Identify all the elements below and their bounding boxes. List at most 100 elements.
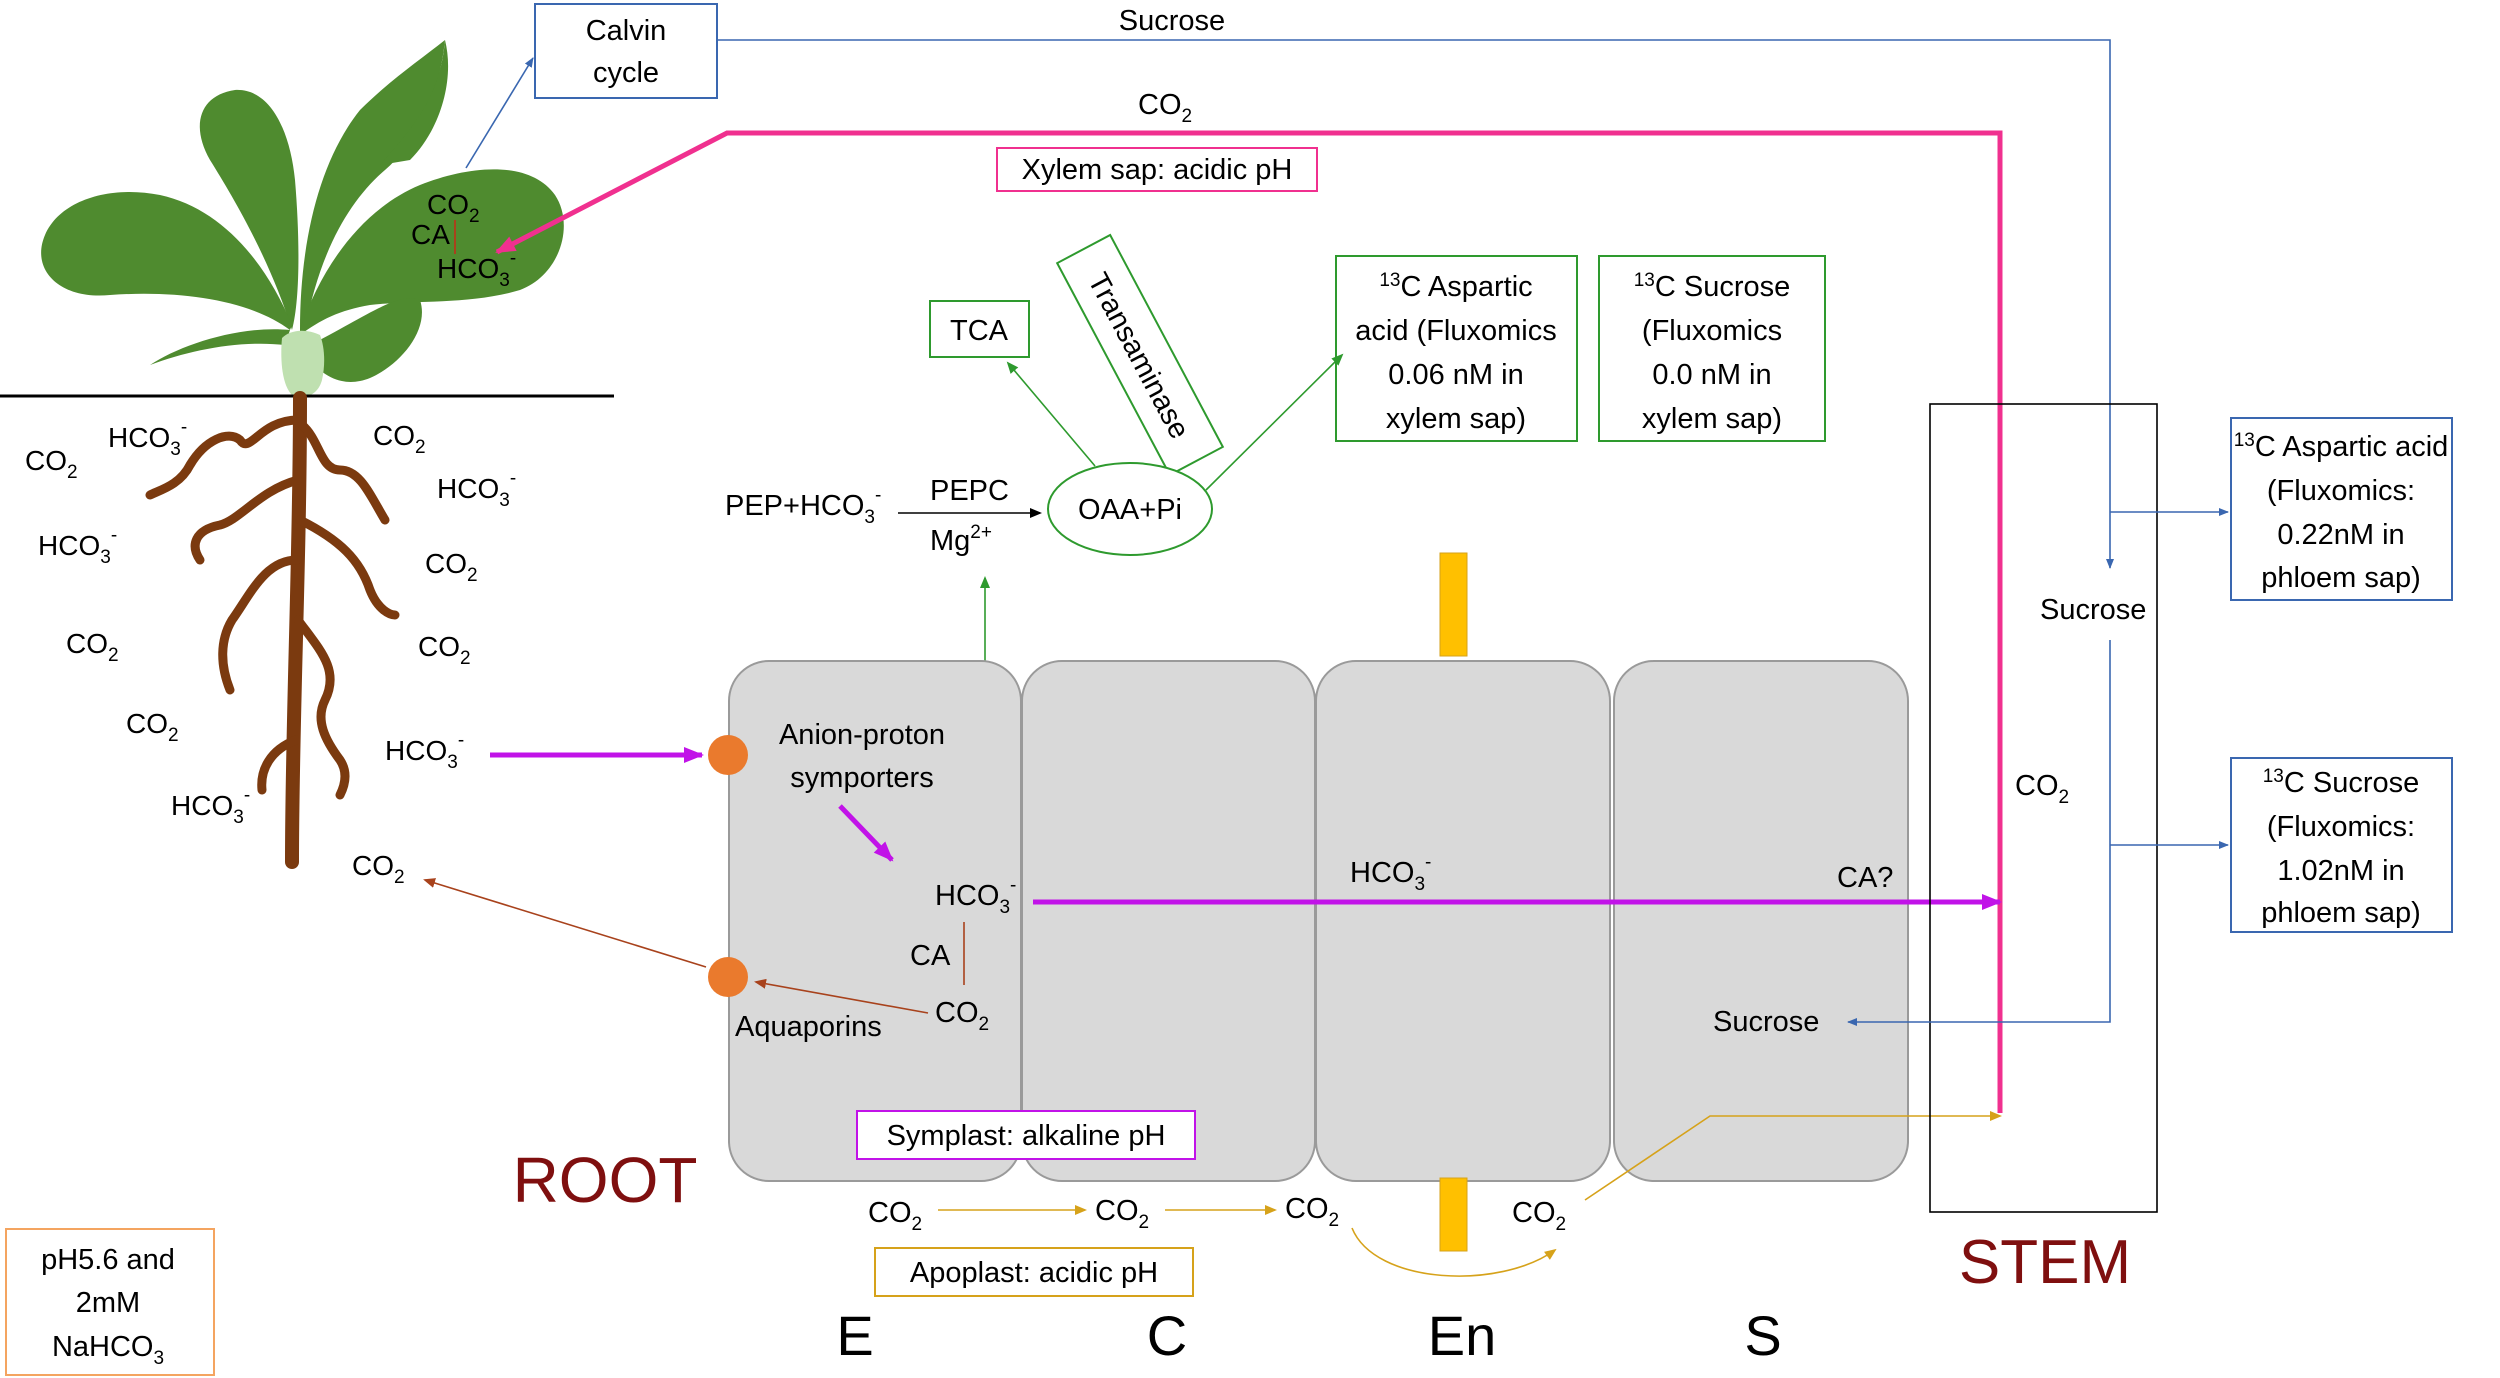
calvin-cycle-label-2: cycle bbox=[593, 57, 659, 89]
apoplast-to-xylem-arrow bbox=[1584, 1111, 2002, 1201]
root-branch-6 bbox=[293, 615, 350, 800]
calvin-cycle-label-1: Calvin bbox=[586, 15, 667, 47]
soil-label-hco3: HCO3- bbox=[437, 468, 516, 511]
ph-condition-line-3: NaHCO3 bbox=[52, 1331, 164, 1369]
stem-sucrose-label: Sucrose bbox=[2040, 594, 2146, 626]
soil-label-co2: CO2 bbox=[373, 420, 426, 458]
leaf-ca-label: CA bbox=[411, 219, 450, 250]
root-system bbox=[145, 391, 400, 869]
sucrose-xylem-box bbox=[1598, 255, 1826, 442]
leaf-ca-reaction: CO2 CA HCO3- bbox=[411, 189, 516, 291]
sucrose-phloem-line-3: 1.02nM in bbox=[2277, 855, 2404, 887]
apoplast-co2-3: CO2 bbox=[1285, 1193, 1339, 1231]
root-title: ROOT bbox=[513, 1144, 698, 1216]
xylem-sap-label: Xylem sap: acidic pH bbox=[1022, 154, 1293, 186]
sucrose-phloem-line-1: 13C Sucrose bbox=[2263, 766, 2420, 799]
soil-label-hco3-transport: HCO3- bbox=[385, 730, 464, 773]
stem-sucrose-to-root-arrow bbox=[1847, 1018, 2111, 1026]
aspartic-phloem-line-4: phloem sap) bbox=[2261, 562, 2421, 594]
top-sucrose-label: Sucrose bbox=[1119, 5, 1225, 37]
apoplast-arrow-around-casparian bbox=[1351, 1227, 1557, 1277]
radial-hco3-label: HCO3- bbox=[1350, 852, 1431, 895]
leaf-hco3-label: HCO3- bbox=[437, 248, 516, 291]
root-branch-5 bbox=[218, 555, 302, 695]
root-branch-4 bbox=[295, 515, 400, 620]
ph-condition-box bbox=[5, 1228, 215, 1376]
apoplast-co2-2: CO2 bbox=[1095, 1195, 1149, 1233]
cell-ca-label: CA bbox=[910, 940, 951, 972]
anion-symporter-label-1: Anion-proton bbox=[779, 719, 945, 751]
leaf-big-left bbox=[41, 191, 292, 330]
layer-letter-cortex: C bbox=[1147, 1304, 1187, 1367]
leaf-co2-label: CO2 bbox=[427, 189, 480, 227]
main-root bbox=[285, 391, 307, 869]
soil-label-hco3: HCO3- bbox=[38, 525, 117, 568]
pep-hco3-label: PEP+HCO3- bbox=[725, 485, 881, 528]
leaf-big-right bbox=[300, 169, 564, 335]
soil-label-co2: CO2 bbox=[66, 628, 119, 666]
soil-label-co2-efflux: CO2 bbox=[352, 850, 405, 888]
aspartic-phloem-line-2: (Fluxomics: bbox=[2267, 475, 2415, 507]
tca-label: TCA bbox=[950, 315, 1009, 347]
root-cell-layers bbox=[728, 660, 1909, 1182]
oaa-ellipse bbox=[1047, 462, 1213, 556]
leaf-upper-right-tip bbox=[380, 40, 449, 165]
soil-label-co2: CO2 bbox=[425, 548, 478, 586]
casparian-strip-bottom bbox=[1439, 1177, 1468, 1252]
sucrose-xylem-line-1: 13C Sucrose bbox=[1634, 270, 1791, 303]
sucrose-phloem-line-2: (Fluxomics: bbox=[2267, 811, 2415, 843]
root-branch-2 bbox=[297, 420, 390, 525]
cell-co2-label: CO2 bbox=[935, 997, 989, 1035]
aspartic-xylem-box bbox=[1335, 255, 1578, 442]
cell-stele bbox=[1613, 660, 1909, 1182]
sucrose-phloem-box bbox=[2230, 757, 2453, 933]
mg-label: Mg2+ bbox=[930, 522, 992, 557]
stele-ca-question-label: CA? bbox=[1837, 862, 1893, 894]
aspartic-xylem-line-1: 13C Aspartic bbox=[1379, 270, 1532, 303]
aspartic-xylem-line-3: 0.06 nM in bbox=[1388, 359, 1523, 391]
apoplast-co2-4: CO2 bbox=[1512, 1197, 1566, 1235]
soil-label-co2: CO2 bbox=[418, 631, 471, 669]
layer-letter-endodermis: En bbox=[1428, 1304, 1497, 1367]
aspartic-phloem-box bbox=[2230, 417, 2453, 601]
casparian-strip-top bbox=[1439, 552, 1468, 657]
ph-condition-line-1: pH5.6 and bbox=[41, 1244, 175, 1276]
aquaporin-dot bbox=[708, 957, 748, 997]
layer-letter-stele: S bbox=[1744, 1304, 1781, 1367]
calvin-cycle-box bbox=[534, 3, 718, 99]
apoplast-box bbox=[874, 1247, 1194, 1297]
symplast-label: Symplast: alkaline pH bbox=[887, 1120, 1166, 1152]
oaa-to-aspartic-arrow bbox=[1205, 353, 1344, 491]
transaminase-box: Transaminase bbox=[1055, 233, 1225, 477]
soil-label-hco3: HCO3- bbox=[171, 785, 250, 828]
sucrose-phloem-line-4: phloem sap) bbox=[2261, 897, 2421, 929]
soil-label-co2: CO2 bbox=[25, 445, 78, 483]
cell-cortex bbox=[1021, 660, 1316, 1182]
root-branch-7 bbox=[257, 735, 301, 795]
plant-shoot bbox=[41, 40, 564, 397]
sucrose-xylem-line-4: xylem sap) bbox=[1642, 403, 1782, 435]
cell-endodermis bbox=[1315, 660, 1611, 1182]
tca-box bbox=[929, 300, 1030, 358]
symplast-box bbox=[856, 1110, 1196, 1160]
pepc-label: PEPC bbox=[930, 475, 1009, 507]
xylem-co2-label: CO2 bbox=[1138, 89, 1192, 127]
stem-box bbox=[1929, 403, 2158, 1213]
anion-proton-symporter-dot bbox=[708, 735, 748, 775]
cell-hco3-label: HCO3- bbox=[935, 875, 1016, 918]
leaf-top-left bbox=[199, 89, 299, 330]
soil-label-hco3: HCO3- bbox=[108, 417, 187, 460]
stem-title: STEM bbox=[1959, 1228, 2131, 1297]
co2-efflux-arrow bbox=[423, 878, 707, 968]
aspartic-xylem-line-4: xylem sap) bbox=[1386, 403, 1526, 435]
stem-co2-label: CO2 bbox=[2015, 770, 2069, 808]
stele-sucrose-label: Sucrose bbox=[1713, 1006, 1819, 1038]
transaminase-frame bbox=[1055, 233, 1225, 477]
anion-symporter-label-2: symporters bbox=[790, 762, 933, 794]
leaf-lower-left bbox=[150, 329, 290, 365]
oaa-label: OAA+Pi bbox=[1078, 494, 1182, 526]
xylem-co2-pink-line bbox=[495, 130, 2003, 1113]
layer-letter-epidermis: E bbox=[836, 1304, 873, 1367]
symporter-to-hco3-arrow bbox=[838, 804, 894, 862]
plant-crown bbox=[281, 330, 325, 397]
